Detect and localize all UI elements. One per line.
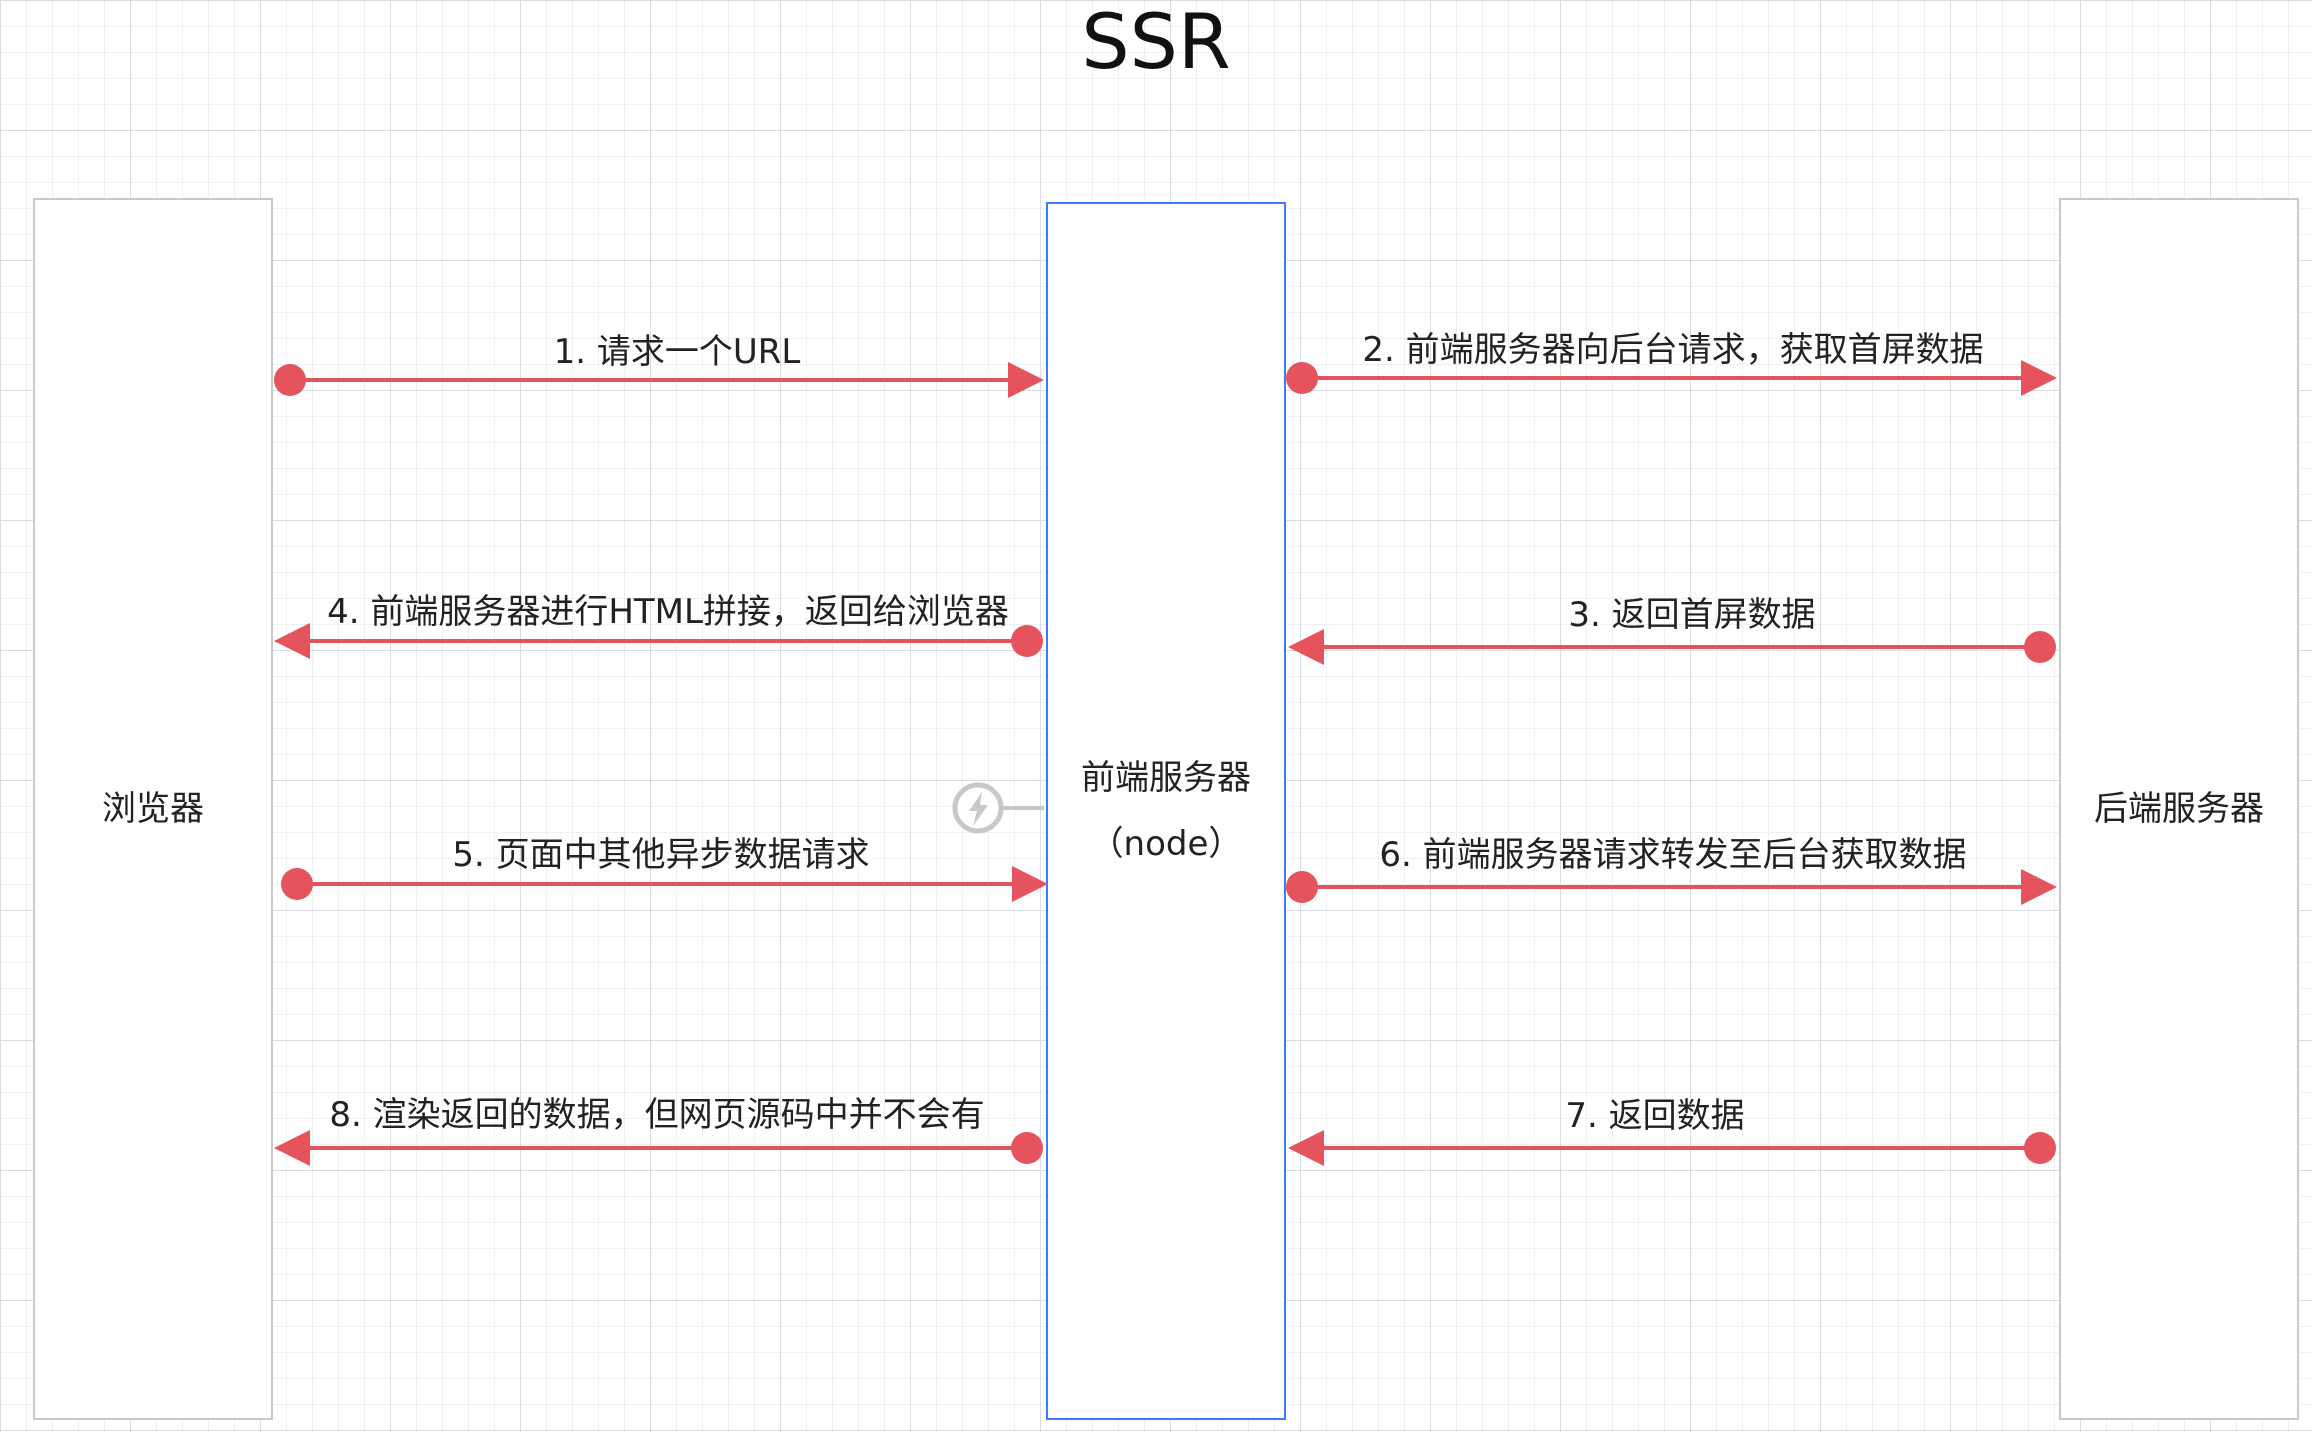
arrow-2-label[interactable]: 2. 前端服务器向后台请求，获取首屏数据 [1362, 330, 1984, 370]
arrow-3-start-dot [2024, 631, 2056, 663]
arrow-6-head [2021, 869, 2057, 905]
arrow-1-label[interactable]: 1. 请求一个URL [553, 332, 801, 372]
diagram-title[interactable]: SSR [1081, 0, 1231, 86]
arrow-5-start-dot [281, 868, 313, 900]
backend-server-node-label: 后端服务器 [2094, 789, 2264, 829]
arrow-2-head [2021, 360, 2057, 396]
arrow-7-start-dot [2024, 1132, 2056, 1164]
arrow-7-label[interactable]: 7. 返回数据 [1565, 1096, 1745, 1136]
arrow-4-label[interactable]: 4. 前端服务器进行HTML拼接，返回给浏览器 [327, 592, 1009, 632]
arrow-5-head [1012, 866, 1048, 902]
arrow-1-start-dot [274, 364, 306, 396]
browser-node-label: 浏览器 [102, 789, 204, 829]
arrow-8-head [274, 1130, 310, 1166]
arrow-6-label[interactable]: 6. 前端服务器请求转发至后台获取数据 [1379, 835, 1967, 875]
frontend-server-node-label: 前端服务器 [1081, 758, 1251, 798]
arrow-8-label[interactable]: 8. 渲染返回的数据，但网页源码中并不会有 [329, 1095, 985, 1135]
arrow-3-label[interactable]: 3. 返回首屏数据 [1568, 595, 1816, 635]
lightning-icon [969, 792, 988, 826]
frontend-server-node-sublabel: （node） [1089, 824, 1243, 864]
arrow-6-start-dot [1286, 871, 1318, 903]
arrow-4-head [274, 623, 310, 659]
frontend-server-node[interactable]: 前端服务器 （node） [1046, 202, 1286, 1420]
browser-node[interactable]: 浏览器 [33, 198, 273, 1420]
connector-handle[interactable] [952, 782, 1044, 834]
arrow-4-start-dot [1011, 625, 1043, 657]
backend-server-node[interactable]: 后端服务器 [2059, 198, 2299, 1420]
arrow-7-head [1288, 1130, 1324, 1166]
arrow-3-head [1288, 629, 1324, 665]
arrow-5-label[interactable]: 5. 页面中其他异步数据请求 [452, 835, 870, 875]
arrow-2-start-dot [1286, 362, 1318, 394]
arrow-1-head [1008, 362, 1044, 398]
arrow-8-start-dot [1011, 1132, 1043, 1164]
